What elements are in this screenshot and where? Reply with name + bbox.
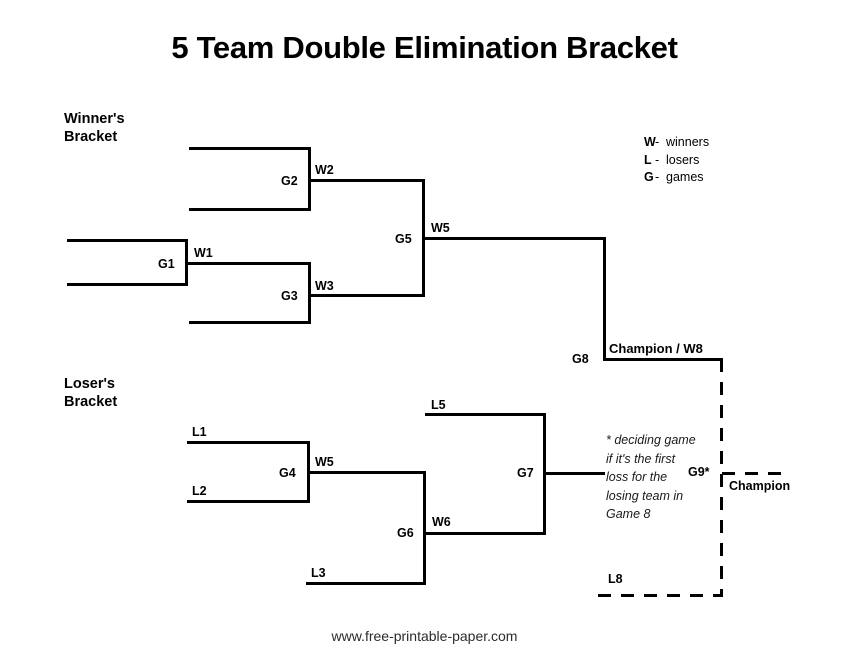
g9-join-vertical-dashed	[720, 359, 723, 597]
w5-winners-feed-line	[424, 237, 606, 240]
legend-value-losers: losers	[666, 152, 700, 167]
g1-seed-bottom-line	[67, 283, 188, 286]
w6-feed-line	[425, 532, 545, 535]
label-w2: W2	[315, 163, 334, 177]
legend: W-winners L-losers G-games	[644, 134, 709, 187]
g7-l5-line	[425, 413, 545, 416]
winners-bracket-heading: Winner's Bracket	[64, 111, 125, 145]
w3-feed-line	[309, 294, 425, 297]
legend-value-games: games	[666, 170, 704, 184]
w5-losers-feed-line	[308, 471, 426, 474]
label-g2: G2	[281, 174, 298, 188]
label-g5: G5	[395, 232, 412, 246]
losers-bracket-heading: Loser's Bracket	[64, 376, 118, 410]
g5-join-vertical	[422, 179, 425, 297]
label-g3: G3	[281, 289, 298, 303]
page-title: 5 Team Double Elimination Bracket	[171, 30, 678, 65]
g8-join-vertical	[603, 237, 606, 361]
g4-l2-line	[187, 500, 310, 503]
legend-item-winners: W-winners	[644, 134, 709, 152]
g2-seed-bottom-line	[189, 208, 311, 211]
label-w5-losers: W5	[315, 455, 334, 469]
label-w1: W1	[194, 246, 213, 260]
g6-join-vertical	[423, 471, 426, 585]
label-g6: G6	[397, 526, 414, 540]
legend-key-l: L	[644, 152, 652, 167]
label-w6: W6	[432, 515, 451, 529]
label-g4: G4	[279, 466, 296, 480]
g6-l3-line	[306, 582, 426, 585]
label-g8: G8	[572, 352, 589, 366]
w2-feed-line	[309, 179, 425, 182]
g1-seed-top-line	[67, 239, 188, 242]
label-champion: Champion	[729, 479, 791, 493]
g7-output-line	[544, 472, 605, 475]
legend-item-losers: L-losers	[644, 152, 709, 170]
label-g1: G1	[158, 257, 175, 271]
label-w5-winners: W5	[431, 221, 450, 235]
legend-dash-w: -	[655, 135, 660, 149]
legend-dash-l: -	[655, 152, 660, 167]
footer-url: www.free-printable-paper.com	[331, 628, 518, 644]
label-g7: G7	[517, 466, 534, 480]
deciding-game-note: * deciding game if it's the first loss f…	[606, 433, 696, 521]
label-champion-w8: Champion / W8	[609, 341, 703, 356]
label-l2: L2	[192, 484, 207, 498]
champion-output-line-dashed	[722, 472, 786, 475]
label-l1: L1	[192, 425, 207, 439]
legend-dash-g: -	[655, 170, 660, 184]
g2-seed-top-line	[189, 147, 311, 150]
g4-l1-line	[187, 441, 310, 444]
g3-join-vertical	[308, 262, 311, 324]
label-w3: W3	[315, 279, 334, 293]
legend-key-g: G	[644, 170, 654, 184]
g3-seed-bottom-line	[189, 321, 311, 324]
label-l8: L8	[608, 572, 623, 586]
champion-w8-line	[604, 358, 723, 361]
legend-item-games: G-games	[644, 169, 709, 187]
label-l3: L3	[311, 566, 326, 580]
legend-key-w: W	[644, 135, 656, 149]
legend-value-winners: winners	[666, 135, 710, 149]
w1-feed-line	[186, 262, 310, 265]
label-l5: L5	[431, 398, 446, 412]
l8-line-dashed	[598, 594, 723, 597]
label-g9: G9*	[688, 465, 710, 479]
